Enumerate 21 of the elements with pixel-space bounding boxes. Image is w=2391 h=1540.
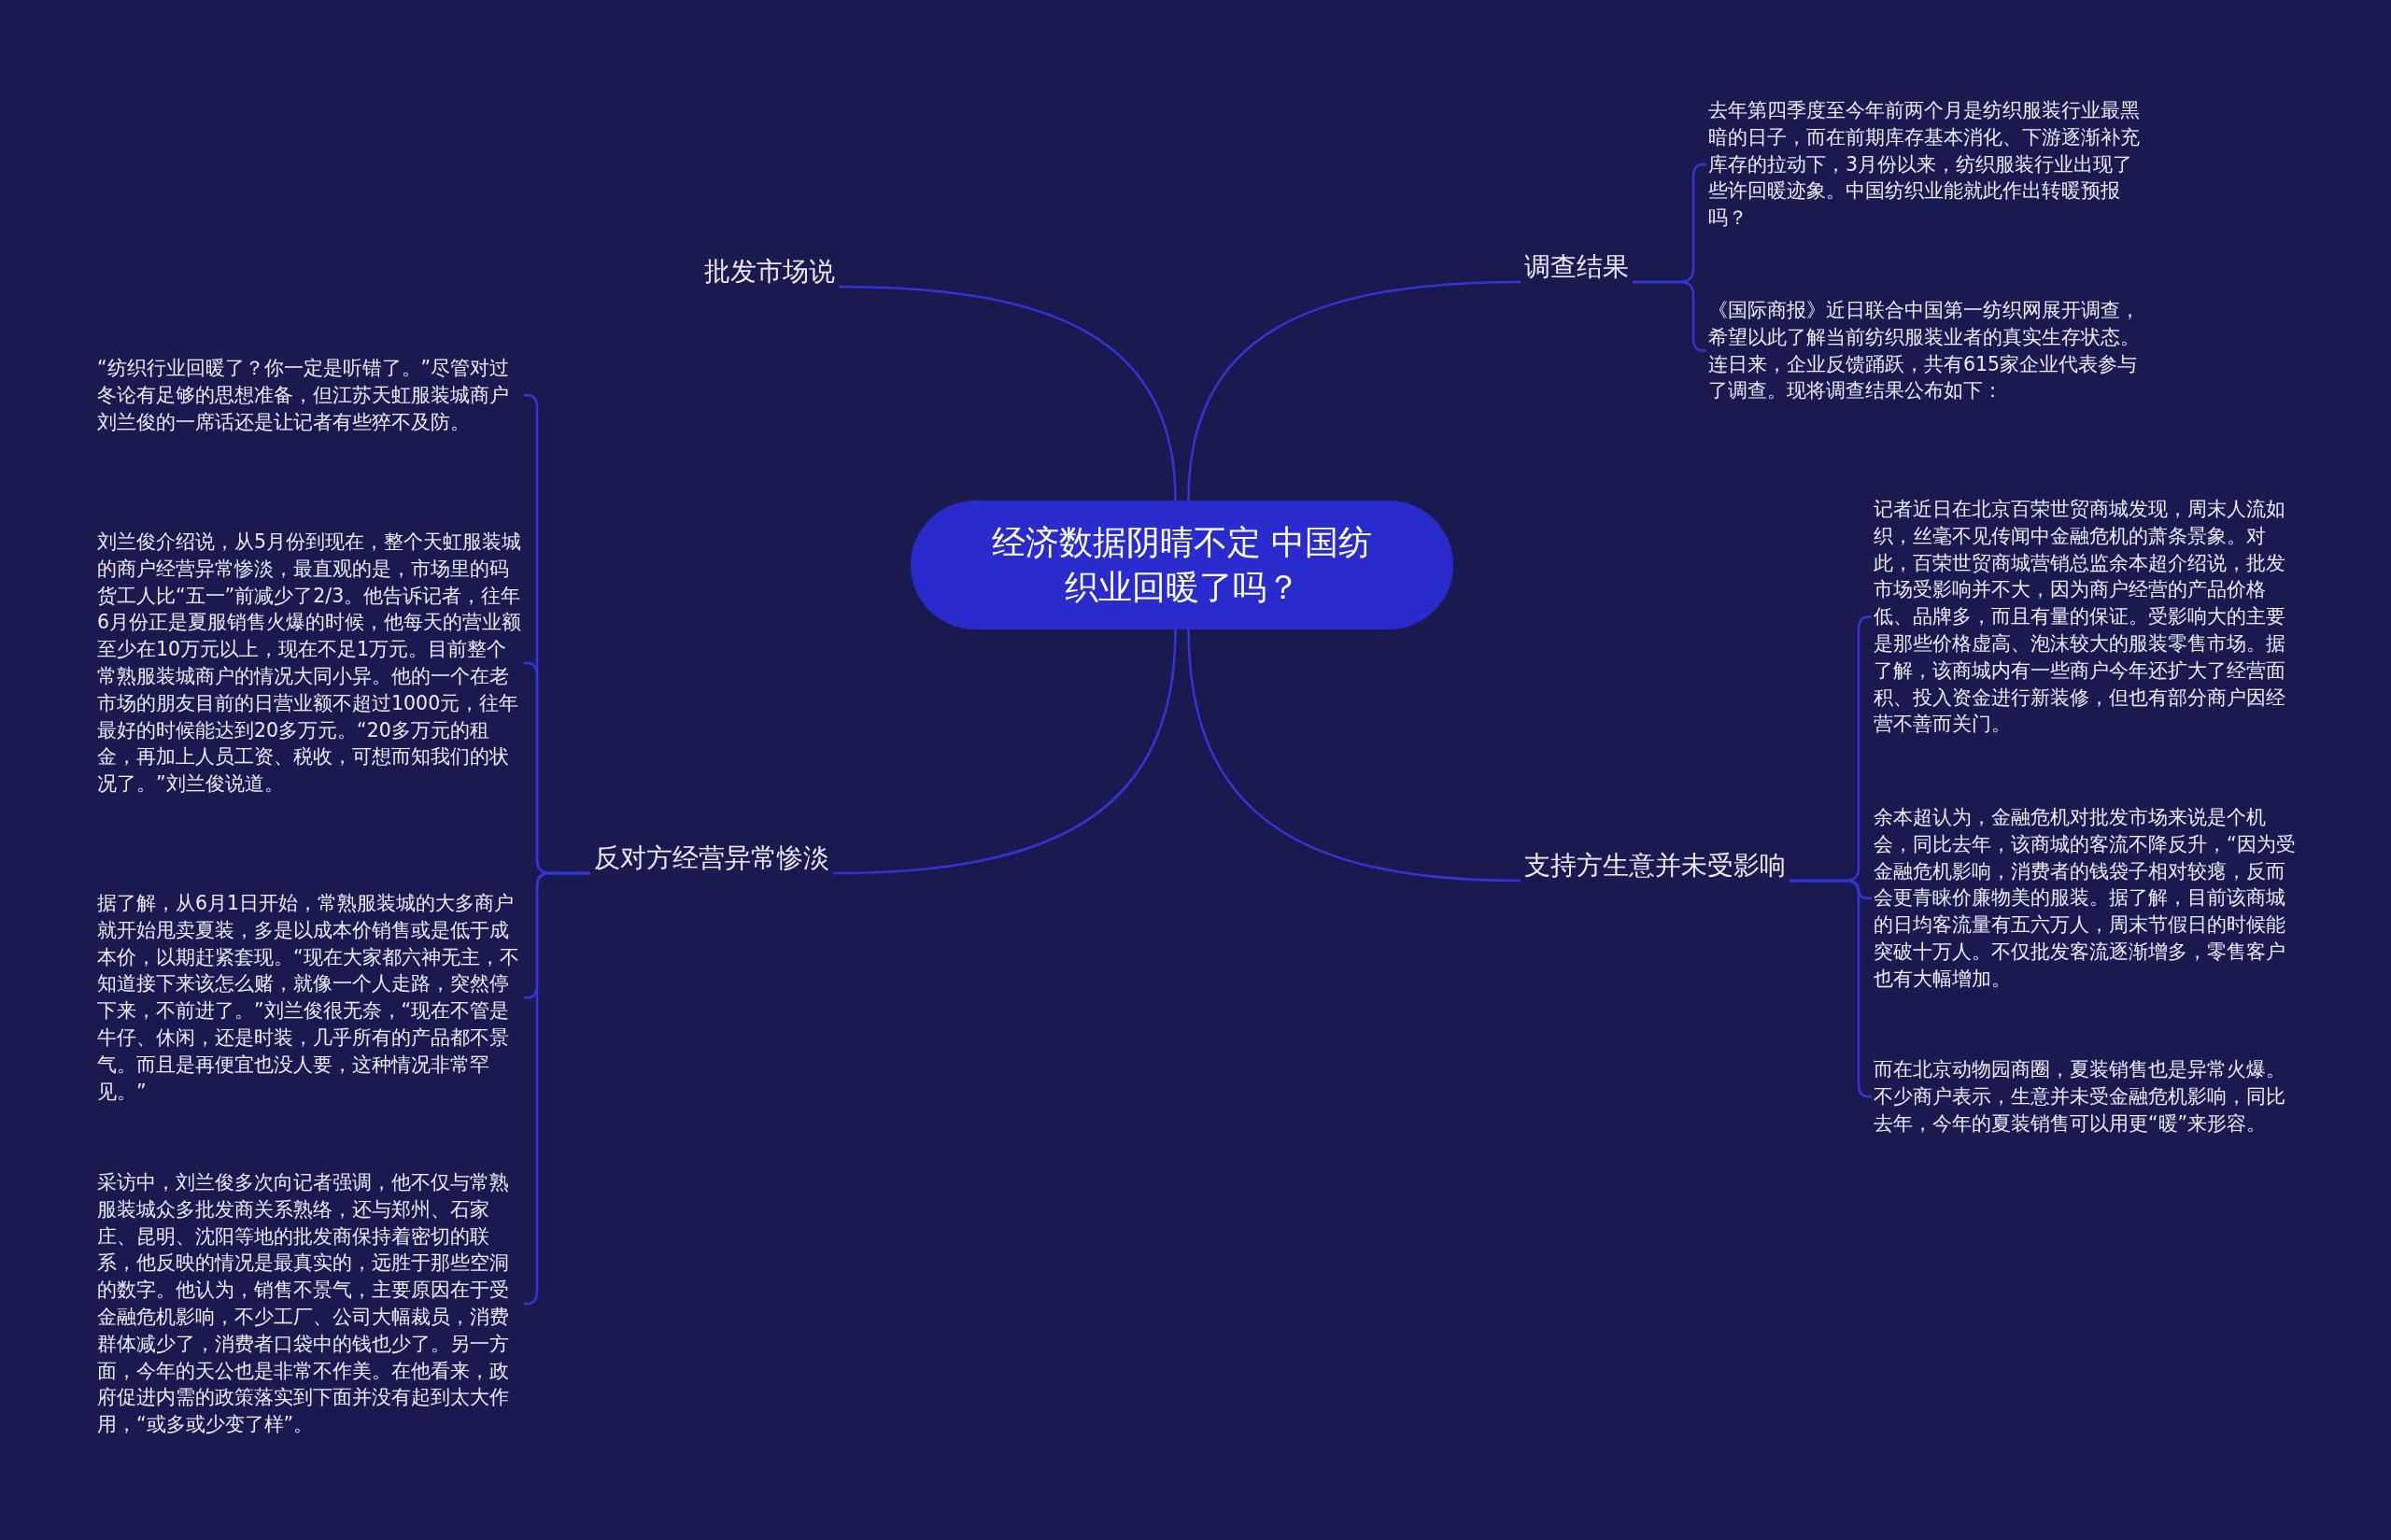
bracket-line (523, 871, 590, 1306)
branch-curve (838, 285, 1177, 502)
branch-curve (1187, 629, 1521, 883)
note-text: 《国际商报》近日联合中国第一纺织网展开调查，希望以此了解当前纺织服装业者的真实生存状态。连日来，企业反馈踊跃，共有615家企业代表参与了调查。现将调查结果公布如下： (1708, 297, 2140, 405)
note-text: 刘兰俊介绍说，从5月份到现在，整个天虹服装城的商户经营异常惨淡，最直观的是，市场里的码货工人比“五一”前减少了2/3。他告诉记者，往年6月份正是夏服销售火爆的时候，他每天的营业额至少在10万元以上，现在不足1万元。目前整个常熟服装城商户的情况大同小异。他的一个在老市场的朋友目前的日营业额不超过1000元，往年最好的时候能达到20多万元。“20多万元的租金，再加上人员工资、税收，可想而知我们的状况了。”刘兰俊说道。 (97, 529, 522, 798)
topic-pill: 经济数据阴晴不定 中国纺织业回暖了吗？ (911, 501, 1453, 629)
note-text: 余本超认为，金融危机对批发市场来说是个机会，同比去年，该商城的客流不降反升，“因为受金融危机影响，消费者的钱袋子相对较瘪，反而会更青睐价廉物美的服装。据了解，目前该商城的日均客流量有五六万人，周末节假日的时候能突破十万人。不仅批发客流逐渐增多，零售客户也有大幅增加。 (1874, 804, 2299, 993)
branch-label: 反对方经营异常惨淡 (590, 840, 833, 877)
note-text: 据了解，从6月1日开始，常熟服装城的大多商户就开始甩卖夏装，多是以成本价销售或是低于成本价，以期赶紧套现。“现在大家都六神无主，不知道接下来该怎么赌，就像一个人走路，突然停下来，不前进了。”刘兰俊很无奈，“现在不管是牛仔、休闲，还是时装，几乎所有的产品都不景气。而且是再便宜也没人要，这种情况非常罕见。” (97, 890, 522, 1106)
branch-label: 支持方生意并未受影响 (1521, 847, 1790, 884)
bracket-line (1633, 280, 1706, 352)
note-text: 而在北京动物园商圈，夏装销售也是异常火爆。不少商户表示，生意并未受金融危机影响，同比去年，今年的夏装销售可以用更“暖”来形容。 (1874, 1056, 2299, 1137)
note-text: 去年第四季度至今年前两个月是纺织服装行业最黑暗的日子，而在前期库存基本消化、下游逐渐补充库存的拉动下，3月份以来，纺织服装行业出现了些许回暖迹象。中国纺织业能就此作出转暖预报吗？ (1708, 97, 2140, 232)
branch-curve (1187, 280, 1521, 502)
bracket-line (1790, 879, 1872, 1098)
branch-label: 调查结果 (1521, 248, 1633, 286)
note-text: 记者近日在北京百荣世贸商城发现，周末人流如织，丝毫不见传闻中金融危机的萧条景象。对此，百荣世贸商城营销总监余本超介绍说，批发市场受影响并不大，因为商户经营的产品价格低、品牌多，而且有量的保证。受影响大的主要是那些价格虚高、泡沫较大的服装零售市场。据了解，该商城内有一些商户今年还扩大了经营面积、投入资金进行新装修，但也有部分商户因经营不善而关门。 (1874, 496, 2299, 739)
branch-label: 批发市场说 (700, 253, 839, 290)
note-text: “纺织行业回暖了？你一定是听错了。”尽管对过冬论有足够的思想准备，但江苏天虹服装城商户刘兰俊的一席话还是让记者有些猝不及防。 (97, 355, 522, 436)
note-text: 采访中，刘兰俊多次向记者强调，他不仅与常熟服装城众多批发商关系熟络，还与郑州、石家庄、昆明、沈阳等地的批发商保持着密切的联系，他反映的情况是最真实的，远胜于那些空洞的数字。他认为，销售不景气，主要原因在于受金融危机影响，不少工厂、公司大幅裁员，消费群体减少了，消费者口袋中的钱也少了。另一方面，今年的天公也是非常不作美。在他看来，政府促进内需的政策落实到下面并没有起到太大作用，“或多或少变了样”。 (97, 1169, 522, 1438)
branch-curve (832, 629, 1177, 875)
